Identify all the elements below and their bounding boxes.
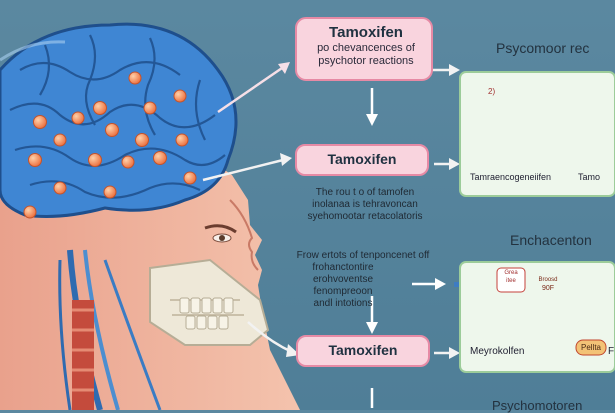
brain-illustration <box>0 22 238 218</box>
top-panel-tag: 2) <box>488 87 496 96</box>
flow-arrows <box>202 62 460 408</box>
left-note-line3: erohvoventse <box>312 274 374 285</box>
pill-middle-title: Tamoxifen <box>327 151 397 167</box>
top-panel-heading: Psycomoor rec <box>496 40 590 56</box>
left-note-line4: fenompreoon <box>313 286 373 297</box>
middle-note-line3: syehomootar retacolatoris <box>307 211 423 222</box>
receptor-label-line1: Broosd <box>538 277 558 283</box>
pill-top-line2: psychotor reactions <box>318 55 414 67</box>
left-note-line2: frohanctontire <box>312 262 374 273</box>
top-panel-caption-left: Tamraencogeneiifen <box>470 172 552 182</box>
caption-pill-box <box>575 339 607 356</box>
jaw-skeleton <box>149 258 270 346</box>
middle-note-line1: The rou t o of tamofen <box>315 187 415 198</box>
pill-bottom-title: Tamoxifen <box>328 342 398 358</box>
middle-note-line2: inolanaa is tehravoncan <box>312 199 418 210</box>
pill-box-bottom <box>296 335 430 367</box>
bottom-panel-tag-box <box>496 267 526 293</box>
top-panel-box <box>459 71 615 197</box>
bottom-panel-pill-label: Pellta <box>580 343 601 352</box>
footer-heading-fragment: Psychomotoren <box>492 398 583 413</box>
receptor-label-line2: 90F <box>541 285 555 292</box>
bottom-panel-caption-right: F <box>608 346 615 357</box>
bottom-panel-heading: Enchacenton <box>510 232 592 248</box>
pill-top-title: Tamoxifen <box>329 24 403 41</box>
neck-vessels <box>58 249 162 410</box>
left-note-line1: Frow ertots of tenponcenet off <box>296 250 430 261</box>
pill-box-middle <box>295 144 429 176</box>
bottom-panel-tag-line1: Grea <box>504 270 518 276</box>
bottom-panel-caption-left: Meyrokolfen <box>470 346 525 357</box>
top-panel-caption-right: Tamo <box>578 172 601 182</box>
pill-top-line1: po chevancences of <box>317 42 415 54</box>
bottom-panel-tag-line2: itee <box>506 278 516 284</box>
brain-nodes <box>23 71 197 219</box>
left-note-line5: andl intotions <box>313 298 373 309</box>
pill-box-top <box>295 17 433 81</box>
